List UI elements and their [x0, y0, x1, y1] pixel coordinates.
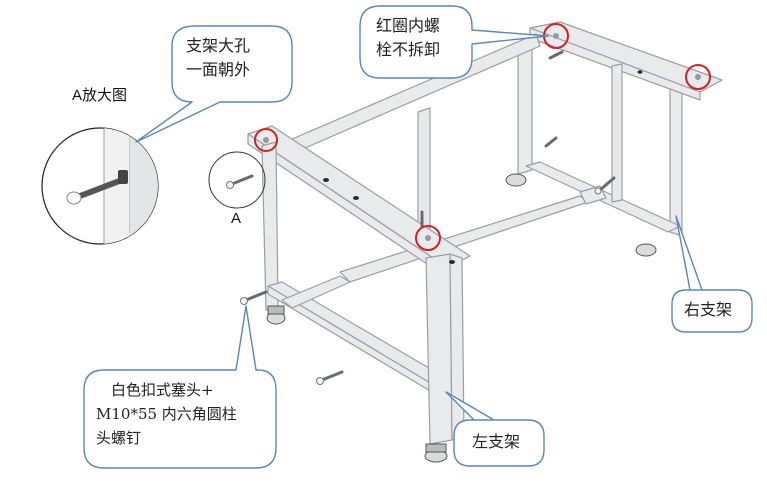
magnifier-circle-icon: [42, 120, 160, 260]
callout-big-hole-text: 支架大孔 一面朝外: [186, 34, 286, 82]
callout-bubble-left: [446, 392, 544, 466]
callout-bolt-text: 白色扣式塞头+ M10*55 内六角圆柱 头螺钉: [96, 378, 274, 450]
callout-red-circle-text: 红圈内螺 栓不拆卸: [376, 14, 466, 62]
detail-marker-label: A: [231, 210, 241, 227]
detail-marker-circle: [209, 152, 265, 208]
detail-title: A放大图: [72, 84, 127, 105]
bolt-icon: [232, 52, 614, 380]
callout-right-text: 右支架: [684, 298, 754, 322]
callout-left-text: 左支架: [472, 430, 542, 454]
